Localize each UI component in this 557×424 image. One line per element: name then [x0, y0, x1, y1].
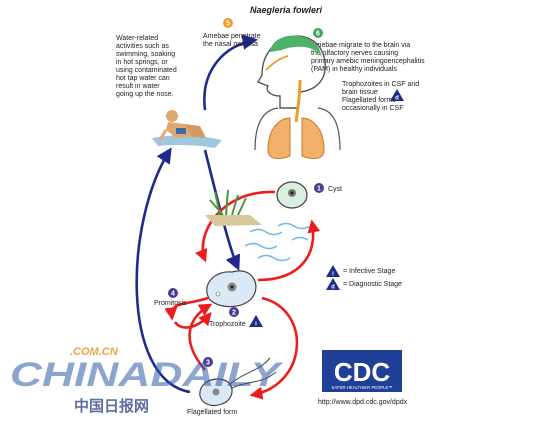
step-1-number: 1: [317, 186, 321, 193]
step-5-text-line: the nasal mucosa: [203, 41, 258, 48]
legend-badge-letter: i: [332, 272, 334, 278]
water-text-line: hot tap water can: [116, 75, 170, 82]
cdc-logo-text: CDC: [334, 357, 391, 387]
watermark-chinese: 中国日报网: [74, 397, 149, 415]
step-6-text-line: (PAM) in healthy individuals: [311, 66, 397, 73]
water-text-line: using contaminated: [116, 67, 177, 74]
csf-text-line: brain tissue: [342, 89, 378, 96]
diagnostic-stage-icon: [390, 89, 404, 101]
step-6-text-line: the olfactory nerves causing: [311, 50, 398, 57]
step-1-badge: [314, 183, 324, 193]
water-text-line: result in water: [116, 83, 160, 90]
trophozoite-label: Trophozoite: [209, 321, 246, 328]
watermark-domain: .COM.CN: [70, 346, 119, 358]
water-text-line: in hot springs, or: [116, 59, 168, 66]
step-5-number: 5: [226, 21, 230, 28]
trophozoite-badge-letter: i: [255, 322, 257, 328]
arrow-flagellated-to-trophozoite: [188, 303, 213, 371]
csf-text-line: Flagellated forms: [342, 97, 396, 104]
step-6-text-line: Amebae migrate to the brain via: [311, 42, 410, 49]
watermark-brand: CHINADAILY: [10, 356, 284, 394]
legend-badge-letter: d: [331, 285, 335, 291]
csf-text-line: occasionally in CSF: [342, 105, 403, 112]
step-5-badge: [223, 18, 233, 28]
swimmer-illustration: [152, 110, 222, 148]
step-4-badge: [168, 288, 178, 298]
arrow-trophozoite-to-cyst: [257, 219, 321, 282]
step-2-badge: [229, 307, 239, 317]
water-text-line: Water-related: [116, 35, 158, 42]
step-6-number: 6: [316, 31, 320, 38]
water-text-line: activities such as: [116, 43, 169, 50]
arrow-cyst-to-trophozoite: [195, 190, 276, 263]
legend-infective-text: = Infective Stage: [343, 268, 395, 275]
infective-stage-icon: [249, 315, 263, 327]
trophozoite-illustration: [206, 270, 257, 308]
arrow-to-flagellated: [249, 296, 299, 400]
promitosis-label: Promitosis: [154, 300, 187, 307]
cdc-tagline: SAFER·HEALTHIER·PEOPLE™: [332, 385, 393, 390]
water-text-line: swimming, soaking: [116, 51, 175, 58]
arrow-to-nose: [203, 34, 259, 111]
step-3-badge: [203, 357, 213, 367]
step-3-number: 3: [206, 360, 210, 367]
grass-water-illustration: [205, 189, 311, 262]
cdc-logo: CDC SAFER·HEALTHIER·PEOPLE™: [322, 350, 402, 392]
china-daily-watermark: .COM.CN CHINADAILY 中国日报网: [10, 346, 284, 415]
infective-stage-icon: [326, 265, 340, 277]
step-6-text-line: primary amebic meningoencephalitis: [311, 58, 425, 65]
diagnostic-stage-icon: [326, 278, 340, 290]
human-head-illustration: [254, 35, 341, 159]
step-6-badge: [313, 28, 323, 38]
water-activity-text: Water-related activities such as swimmin…: [116, 35, 177, 98]
flagellated-form-illustration: [199, 357, 277, 407]
arrow-to-swimmer: [135, 147, 191, 394]
flagellated-label: Flagellated form: [187, 409, 237, 416]
water-text-line: going up the nose.: [116, 91, 174, 98]
legend-diagnostic-text: = Diagnostic Stage: [343, 281, 402, 288]
diagram-title: Naegleria fowleri: [250, 5, 323, 15]
step-4-number: 4: [171, 291, 175, 298]
diagnostic-badge-letter: d: [395, 96, 399, 102]
csf-text-line: Trophozoites in CSF and: [342, 81, 419, 88]
cyst-label: Cyst: [328, 186, 342, 193]
cyst-illustration: [276, 181, 308, 209]
step-5-text-line: Amebae penetrate: [203, 33, 261, 40]
legend: i = Infective Stage d = Diagnostic Stage: [326, 265, 402, 291]
step-2-number: 2: [232, 310, 236, 317]
arrow-to-promitosis: [164, 296, 209, 321]
cdc-url: http://www.dpd.cdc.gov/dpdx: [318, 399, 408, 406]
